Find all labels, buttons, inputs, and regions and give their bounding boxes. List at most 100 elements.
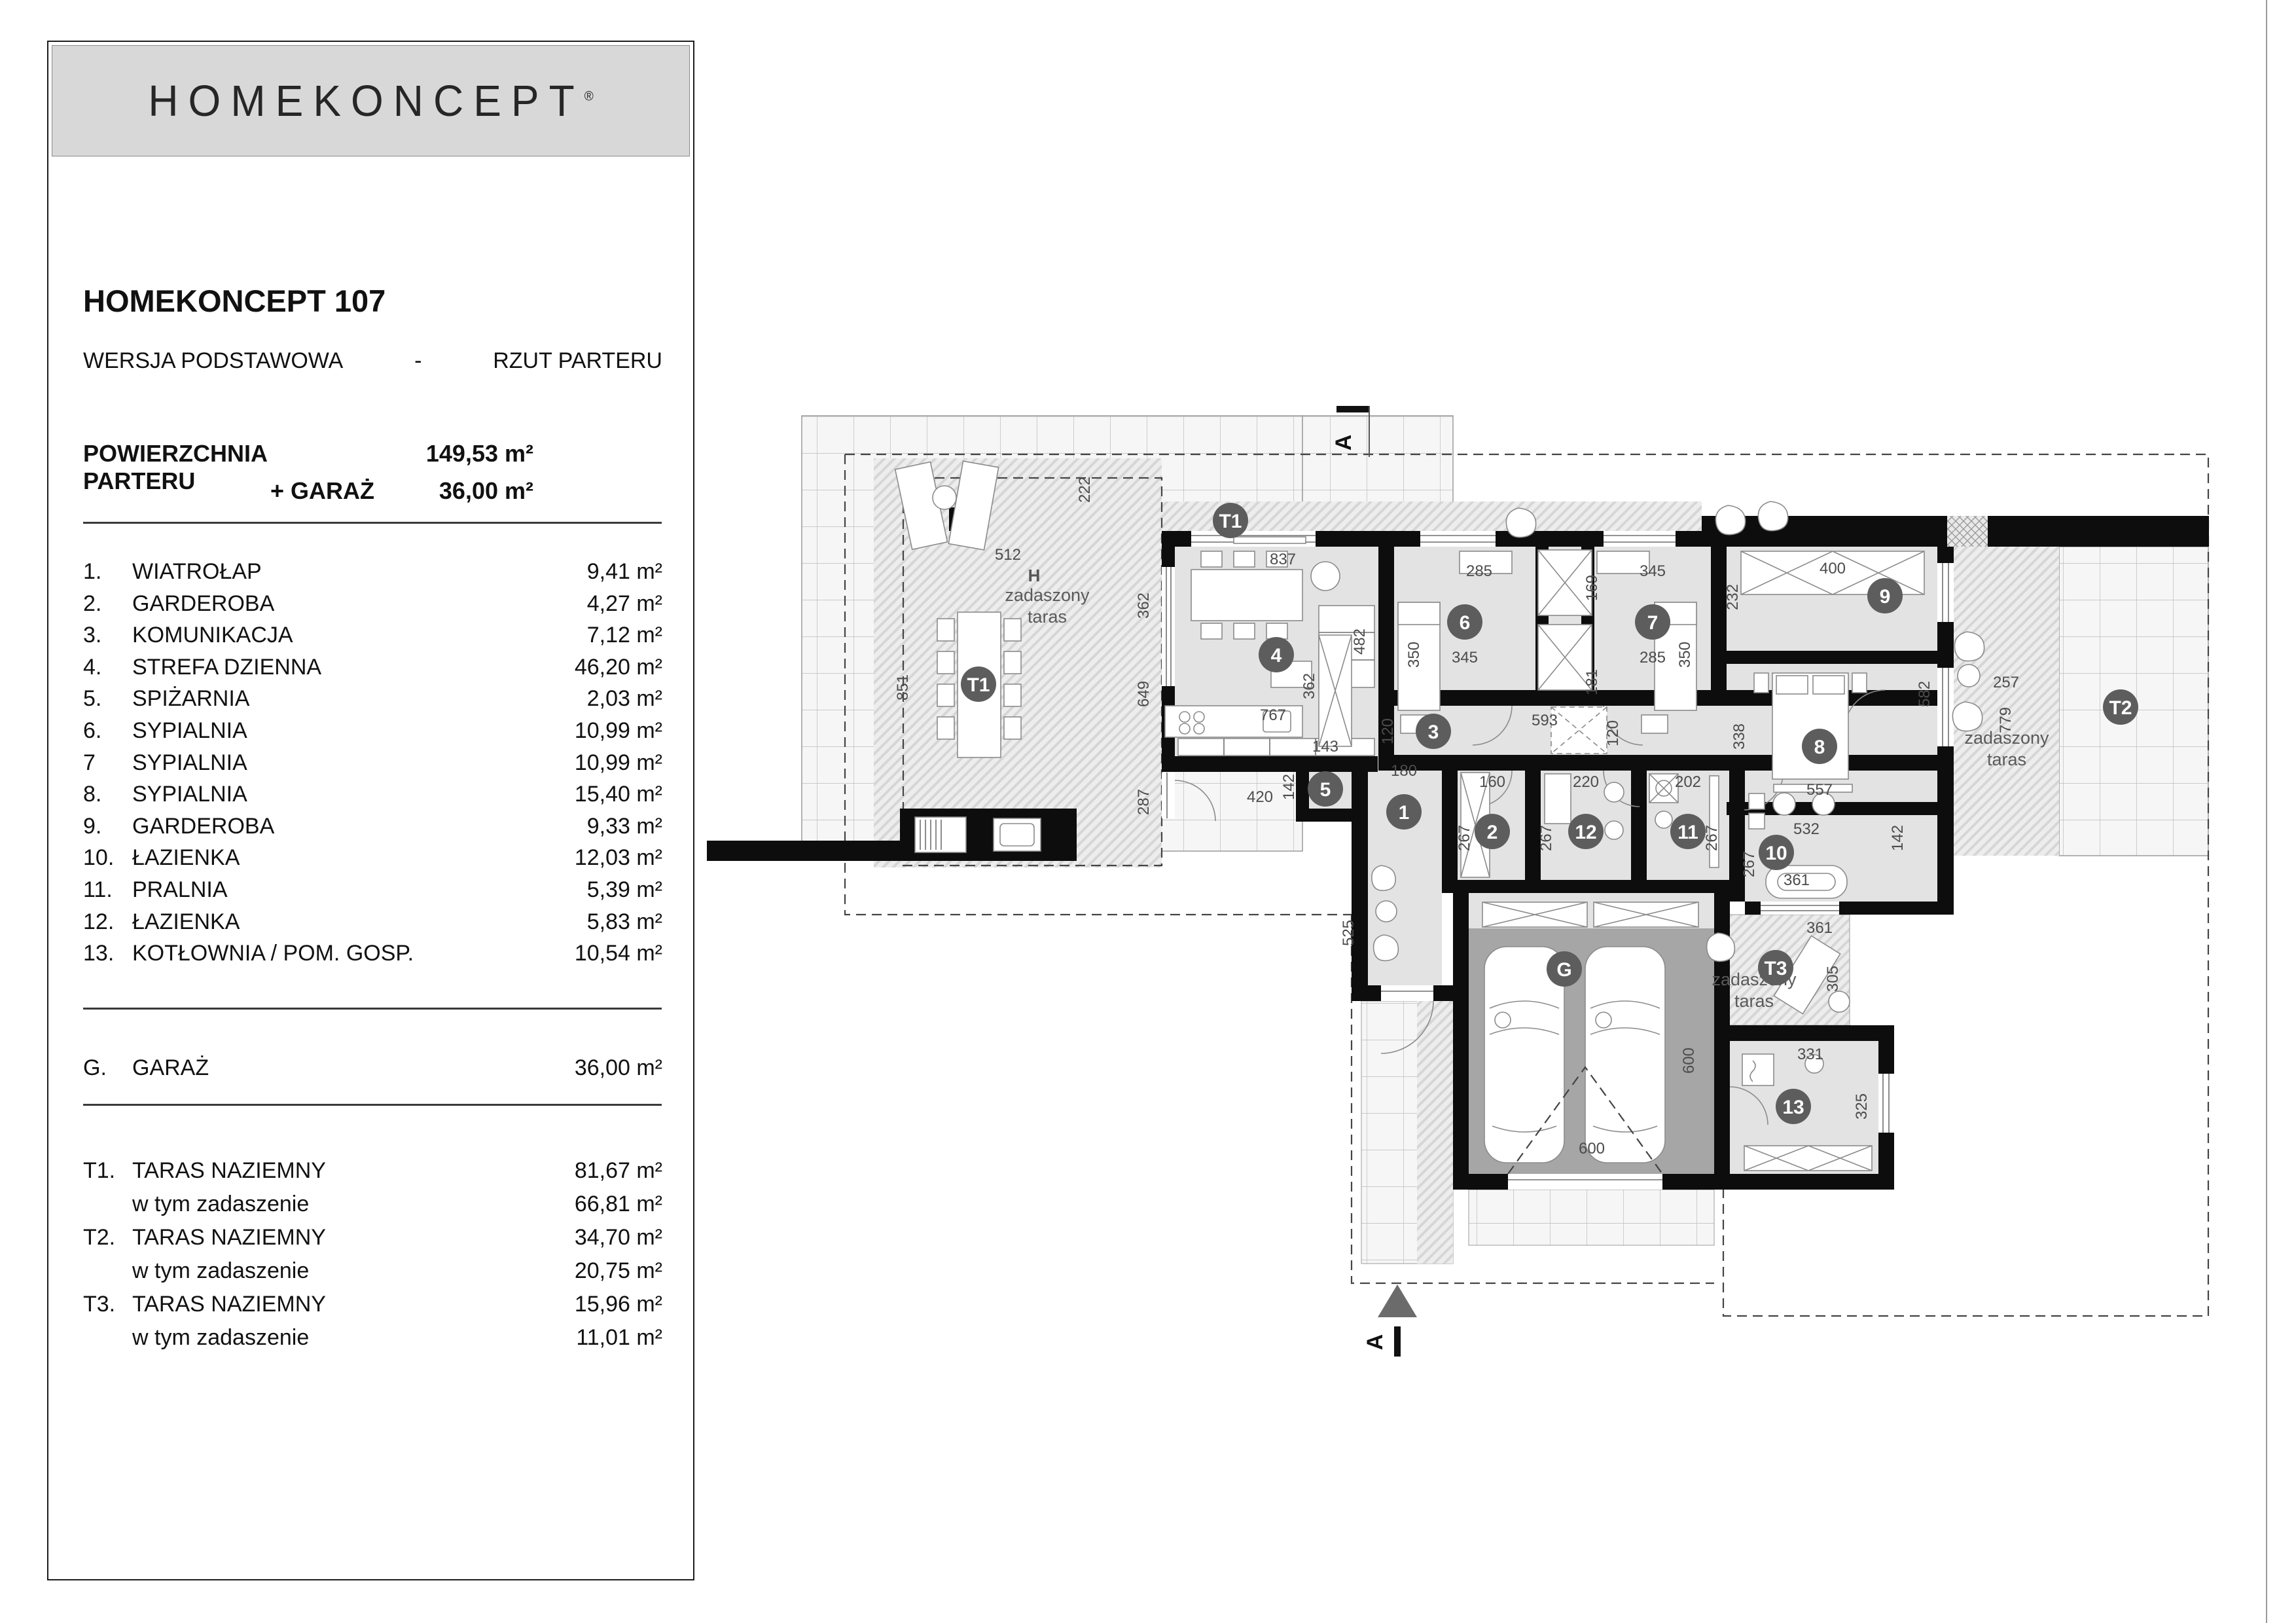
furniture-closets [1318,549,1925,878]
svg-text:A: A [1363,1334,1388,1351]
dimension-label: 142 [1280,774,1298,800]
furniture-room1 [1371,865,1399,962]
dimension-label: 361 [1784,871,1810,889]
room-no: 5. [83,686,102,712]
room-name: SYPIALNIA [132,782,247,807]
room-marker-12: 12 [1568,814,1604,849]
registered-mark-icon: ® [584,89,594,104]
room-no: 13. [83,941,115,966]
window-room13 [1878,1074,1894,1133]
room-area: 10,54 m² [574,941,662,966]
dimension-label: 267 [1740,851,1758,877]
dimension-label: 345 [1452,649,1478,666]
room-name: PRALNIA [132,877,228,902]
dimension-label: 649 [1135,681,1153,707]
room-no: 10. [83,845,115,871]
dimension-label: 267 [1703,825,1721,851]
dimension-label: 160 [1479,773,1505,791]
dimension-label: 285 [1466,562,1492,580]
walkway-paving [1361,1000,1715,1264]
floor-area-row: POWIERZCHNIA PARTERU 149,53 m² [83,440,662,495]
room-name: KOTŁOWNIA / POM. GOSP. [132,941,414,966]
svg-text:13: 13 [1782,1097,1804,1118]
dimension-label: 350 [1676,642,1694,668]
terrace-no: T2. [83,1225,116,1250]
svg-text:12: 12 [1575,822,1596,843]
dimension-label: 120 [1379,718,1397,744]
room-name: SPIŻARNIA [132,686,250,712]
dimension-label: 257 [1993,674,2019,691]
dimension-label: 267 [1537,825,1555,851]
svg-text:5: 5 [1320,779,1331,801]
room-name: STREFA DZIENNA [132,654,322,680]
room-area: 12,03 m² [574,845,662,871]
section-marker-bottom: A [1363,1285,1417,1357]
room-no: 3. [83,623,102,648]
covered-terrace-labels: zadaszonytaraszadaszonytaraszadaszonytar… [1005,585,2049,1011]
covered-area: 11,01 m² [576,1325,662,1350]
dimension-label: 345 [1640,562,1666,580]
dimension-label: 325 [1853,1093,1871,1120]
room-marker-1: 1 [1386,794,1422,830]
dimension-label: 285 [1640,649,1666,666]
dimension-label: 532 [1793,820,1820,838]
room-marker-G: G [1547,951,1582,987]
dimension-label: 512 [995,546,1021,564]
version-row: WERSJA PODSTAWOWA - RZUT PARTERU [83,348,662,374]
furniture-bedroom6 [1397,551,1513,734]
svg-text:A: A [1331,435,1356,451]
svg-text:T1: T1 [1219,511,1242,532]
dimension-label: 779 [1997,707,2015,733]
dimension-label: 181 [1583,669,1601,695]
dimension-label: 232 [1724,584,1742,610]
svg-text:2: 2 [1487,822,1498,843]
room-area: 5,39 m² [586,877,662,902]
room-marker-13: 13 [1776,1089,1811,1124]
garage-row-area: 36,00 m² [574,1055,662,1080]
dimension-label: 525 [1340,920,1357,946]
garage-row-name: GARAŻ [132,1055,209,1080]
room-marker-3: 3 [1416,714,1451,749]
room-no: 2. [83,591,102,616]
title-block-panel: HOMEKONCEPT® HOMEKONCEPT 107 WERSJA PODS… [47,41,694,1580]
room-marker-8: 8 [1802,729,1837,764]
dimension-label: 222 [1076,477,1094,503]
terrace-name: TARAS NAZIEMNY [132,1158,326,1183]
room-name: SYPIALNIA [132,718,247,743]
divider [83,1104,662,1106]
terrace-area: 34,70 m² [574,1225,662,1250]
version-label: WERSJA PODSTAWOWA [83,348,344,373]
svg-text:7: 7 [1647,612,1659,634]
terrace-name: TARAS NAZIEMNY [132,1225,326,1250]
room-area: 10,99 m² [574,750,662,775]
room-name: ŁAZIENKA [132,845,240,871]
room-no: 12. [83,909,115,934]
furniture-garage [1482,902,1699,1175]
dimension-label: 582 [1916,681,1933,707]
garage-door [1508,1174,1662,1190]
room-marker-T1: T1 [961,666,996,702]
room-marker-7: 7 [1635,604,1670,640]
room-marker-T2: T2 [2103,689,2138,725]
covered-area: 66,81 m² [574,1192,662,1216]
dimension-label: 331 [1797,1046,1823,1063]
furniture-kitchen [1164,705,1375,756]
garage-schedule-row: G. GARAŻ 36,00 m² [83,1055,662,1081]
dimension-label: 600 [1680,1048,1698,1074]
svg-text:4: 4 [1271,645,1282,666]
garage-area-row: + GARAŻ 36,00 m² [83,477,662,505]
dimension-label: 361 [1806,919,1833,937]
separator-dash: - [414,348,422,373]
windows [1162,531,1954,1190]
divider [83,522,662,524]
dimension-label: 851 [894,674,912,701]
kitchen-terrace-door [1162,773,1175,818]
